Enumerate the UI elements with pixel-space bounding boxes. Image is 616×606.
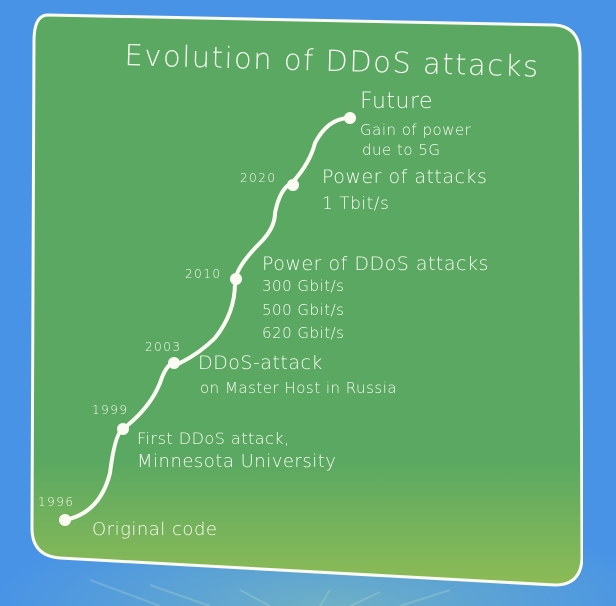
event-title: Power of DDoS attacks: [262, 253, 489, 275]
event-detail: 500 Gbit/s: [262, 301, 345, 319]
event-detail: 1 Tbit/s: [322, 194, 390, 214]
event-detail: Gain of power: [360, 121, 472, 139]
event-title: Original code: [92, 519, 218, 540]
timeline-markers: [59, 112, 356, 526]
chalkboard: Evolution of DDoS attacks Future Gain of…: [30, 13, 583, 588]
year-label: 2010: [185, 267, 222, 281]
event-detail: 620 Gbit/s: [262, 324, 345, 342]
chalkboard-frame: [30, 13, 583, 587]
year-label: 1996: [38, 495, 75, 509]
year-label: 2020: [240, 171, 277, 185]
event-title: Power of attacks: [322, 166, 488, 188]
event-detail: due to 5G: [362, 141, 441, 159]
event-future: Future: [360, 89, 434, 114]
event-title: First DDoS attack,: [137, 429, 290, 448]
event-detail: Minnesota University: [137, 451, 337, 472]
event-title: DDoS-attack: [198, 352, 323, 374]
year-label: 2003: [145, 340, 182, 354]
year-label: 1999: [92, 403, 129, 417]
event-detail: on Master Host in Russia: [200, 379, 398, 397]
event-detail: 300 Gbit/s: [262, 277, 345, 295]
